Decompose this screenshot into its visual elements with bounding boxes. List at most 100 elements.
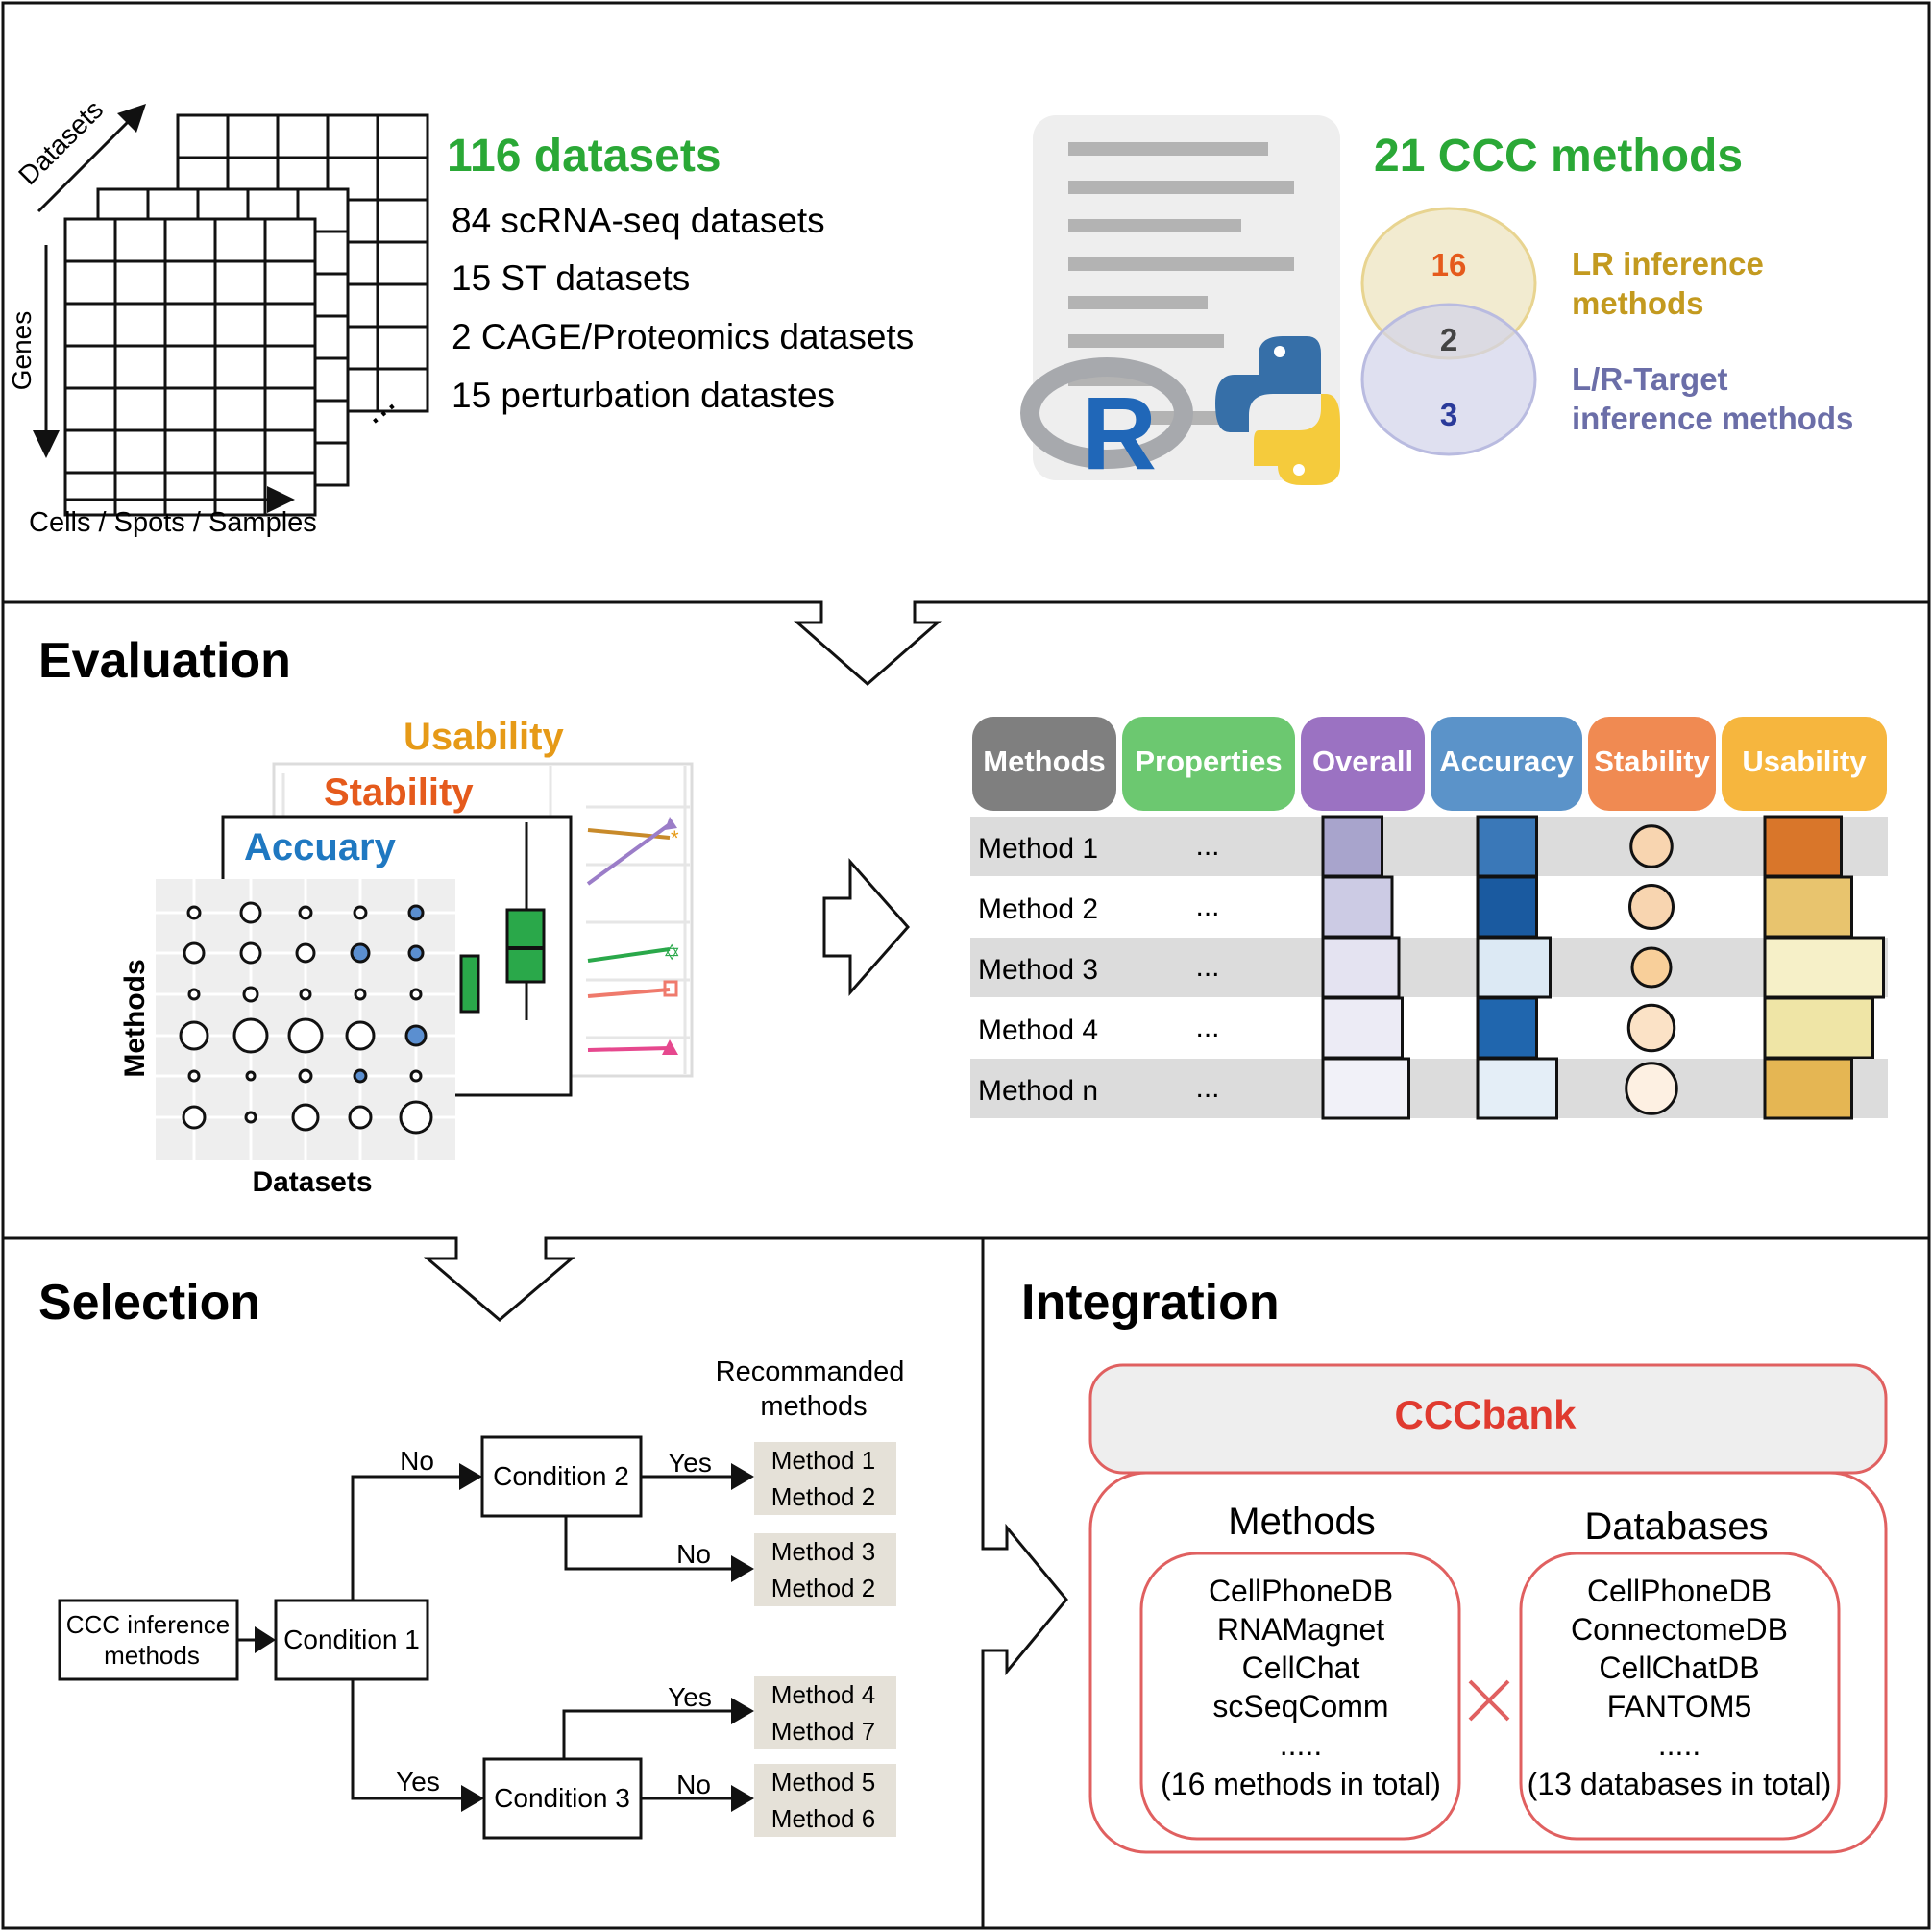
table-method-name: Method 1: [978, 833, 1098, 865]
overall-score-bar: [1321, 936, 1401, 999]
dot-plot-point: [186, 905, 202, 920]
dot-plot-point: [291, 1103, 320, 1132]
decision-arrowheads: [255, 1463, 754, 1812]
table-header-label: Stability: [1594, 745, 1710, 778]
edge-label-yes: Yes: [668, 1682, 712, 1712]
table-properties-value: ...: [1195, 891, 1219, 922]
recommended-method-name: Method 1: [771, 1446, 875, 1475]
table-method-name: Method n: [978, 1075, 1098, 1107]
dot-plot-point: [245, 1070, 257, 1082]
svg-text:✡: ✡: [663, 941, 680, 965]
axis-label-datasets-eval: Datasets: [252, 1166, 372, 1198]
accuracy-score-bar: [1476, 996, 1538, 1060]
axis-label-methods: Methods: [119, 959, 151, 1077]
methods-title: 21 CCC methods: [1374, 131, 1743, 182]
edge-label-no: No: [676, 1770, 711, 1799]
integration-method-item: CellPhoneDB: [1209, 1574, 1393, 1608]
dot-plot-point: [232, 1017, 269, 1054]
start-node-label: CCC inference: [66, 1610, 231, 1639]
usability-score-bar: [1763, 815, 1843, 878]
integration-databases-list: CellPhoneDBConnectomeDBCellChatDBFANTOM5…: [1528, 1574, 1832, 1801]
cccbank-container: [1088, 1363, 1888, 1854]
recommended-method-name: Method 6: [771, 1804, 875, 1833]
layer-label-usability: Usability: [404, 716, 564, 758]
overall-score-bar: [1321, 1057, 1410, 1120]
recommended-method-name: Method 7: [771, 1717, 875, 1746]
integration-title: Integration: [1021, 1275, 1280, 1331]
table-header-label: Accuracy: [1439, 745, 1574, 778]
integration-methods-total: (16 methods in total): [1161, 1767, 1441, 1801]
recommended-method-box: [754, 1676, 896, 1749]
recommended-label: methods: [760, 1391, 867, 1422]
usability-score-bar: [1763, 936, 1885, 999]
dot-plot-point: [298, 905, 313, 920]
dot-plot-point: [353, 1068, 368, 1084]
edge-label-yes: Yes: [396, 1767, 440, 1797]
dot-plot-point: [244, 1111, 257, 1124]
lrt-label: L/R-Target: [1572, 361, 1728, 397]
dot-plot-point: [409, 988, 423, 1001]
axis-label-datasets: Datasets: [12, 94, 109, 190]
accuracy-score-bar: [1476, 1057, 1558, 1120]
usability-score-bar: [1763, 1057, 1853, 1120]
table-method-name: Method 2: [978, 893, 1098, 925]
integration-method-item: RNAMagnet: [1217, 1612, 1384, 1647]
table-row-stripe: [970, 938, 1888, 997]
stability-score-circle: [1629, 824, 1674, 868]
dot-plot-point: [409, 1069, 423, 1083]
layer-label-accuracy: Accuary: [244, 826, 397, 868]
table-row-stripe: [970, 1059, 1888, 1118]
svg-text:*: *: [671, 826, 679, 850]
axis-label-cells: Cells / Spots / Samples: [29, 507, 317, 538]
edge-label-no: No: [676, 1539, 711, 1569]
table-header-cell: [1122, 717, 1295, 811]
dot-plot-points: [179, 901, 433, 1135]
integration-method-item: CellChat: [1242, 1650, 1360, 1685]
condition-2-label: Condition 2: [493, 1461, 629, 1491]
usability-score-bar: [1763, 996, 1874, 1060]
integration-method-item: scSeqComm: [1212, 1689, 1388, 1723]
matrix-grid-front: [63, 217, 317, 517]
integration-database-item: ConnectomeDB: [1571, 1612, 1788, 1647]
integration-method-item: .....: [1280, 1727, 1322, 1762]
accuracy-score-bar: [1476, 815, 1538, 878]
dot-plot-point: [239, 901, 262, 924]
lr-label: methods: [1572, 285, 1704, 321]
lr-count: 16: [1431, 247, 1467, 282]
genes-arrowhead-icon: [33, 430, 60, 458]
overall-score-bar: [1321, 815, 1383, 878]
dot-plot-point: [287, 1017, 324, 1054]
table-header-cell: [1431, 717, 1582, 811]
overall-score-bar: [1321, 996, 1404, 1060]
dot-plot-point: [295, 942, 316, 964]
integration-databases-total: (13 databases in total): [1528, 1767, 1832, 1801]
dot-plot-point: [404, 1024, 428, 1047]
recommended-method-box: [754, 1533, 896, 1606]
lr-label: LR inference: [1572, 246, 1764, 281]
recommended-method-box: [754, 1442, 896, 1515]
dot-plot-point: [242, 986, 259, 1003]
recommended-method-box: [754, 1764, 896, 1837]
dataset-item: 2 CAGE/Proteomics datasets: [452, 317, 914, 356]
lrt-label: inference methods: [1572, 401, 1853, 436]
stability-score-circle: [1628, 884, 1675, 930]
svg-text:R: R: [1082, 375, 1157, 491]
table-header-label: Usability: [1742, 745, 1867, 778]
table-header-cell: [1301, 717, 1425, 811]
table-header-label: Properties: [1135, 745, 1282, 778]
dot-plot-point: [182, 1105, 207, 1130]
dot-plot-point: [187, 988, 201, 1001]
condition-3-label: Condition 3: [494, 1783, 630, 1813]
stability-score-circle: [1630, 946, 1673, 989]
right-arrow-evaluation: [822, 858, 911, 996]
accuracy-score-bar: [1476, 936, 1552, 999]
datasets-axis-arrow: [37, 113, 136, 213]
integration-database-item: .....: [1658, 1727, 1700, 1762]
cccbank-title: CCCbank: [1394, 1392, 1577, 1437]
dataset-item: 84 scRNA-seq datasets: [452, 201, 825, 240]
dot-plot-point: [187, 1069, 201, 1083]
dot-plot-point: [353, 905, 368, 920]
dot-plot-point: [179, 1020, 209, 1051]
table-header-cell: [972, 717, 1116, 811]
